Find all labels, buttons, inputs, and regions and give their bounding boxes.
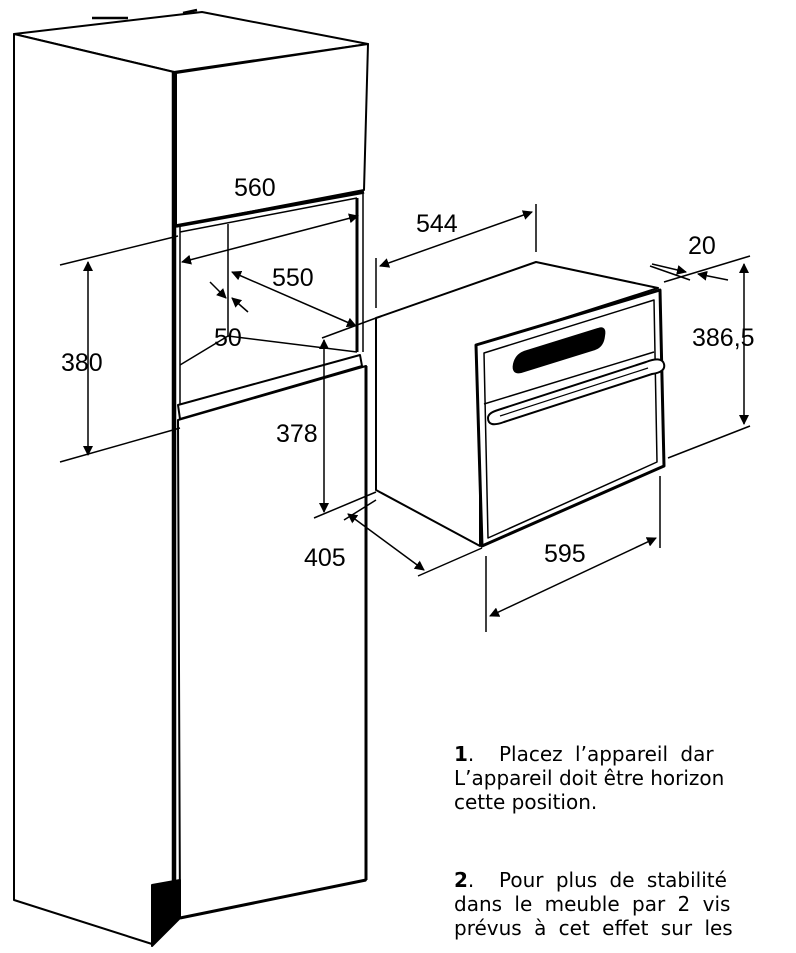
dim-50-label: 50 — [214, 324, 242, 352]
dim-544-arrow — [379, 210, 533, 268]
dim-378-label: 378 — [276, 420, 318, 448]
niche-shelf — [177, 354, 363, 420]
dim-550-label: 550 — [272, 264, 314, 292]
dim-20-arrow-left — [651, 263, 687, 275]
dim-544-label: 544 — [416, 210, 458, 238]
cabinet-upper-panel — [175, 43, 369, 227]
dim-595-label: 595 — [544, 540, 586, 568]
cabinet-left-side — [13, 33, 175, 945]
dim-380-label: 380 — [61, 349, 103, 377]
cabinet-lower-door — [177, 365, 367, 919]
dimension-labels: 560 550 50 380 378 544 20 386,5 405 595 — [61, 174, 755, 572]
dim-405-arrow — [347, 513, 425, 571]
step-2-line-3: prévus à cet effet sur les — [454, 916, 733, 940]
cabinet-plinth — [151, 879, 181, 947]
dim-405-label: 405 — [304, 544, 346, 572]
dim-595-arrow — [489, 537, 657, 617]
dimension-lines — [59, 204, 751, 632]
dim-560-arrow — [181, 213, 359, 265]
step-2-line-2: dans le meuble par 2 vis — [454, 892, 731, 916]
control-window — [512, 327, 606, 374]
step-1-line-2: L’appareil doit être horizon — [454, 766, 725, 790]
step-1-line-1: Placez l’appareil dar — [499, 742, 714, 766]
dim-550-arrow — [231, 271, 357, 327]
step-2-line-1: Pour plus de stabilité — [499, 868, 727, 892]
cabinet — [13, 8, 369, 947]
dim-20-arrow-right — [697, 270, 729, 281]
step-1-line-3: cette position. — [454, 790, 598, 814]
instruction-step-2: 2. Pour plus de stabilité dans le meuble… — [454, 868, 796, 940]
oven — [375, 261, 666, 548]
dim-386-label: 386,5 — [692, 324, 755, 352]
dim-50-arrow-left — [209, 281, 227, 299]
instruction-step-1: 1. Placez l’appareil dar L’appareil doit… — [454, 742, 796, 814]
dim-20-label: 20 — [688, 232, 716, 260]
step-1-number: 1 — [454, 742, 468, 766]
dim-50-arrow-right — [231, 297, 249, 313]
dim-560-label: 560 — [234, 174, 276, 202]
step-2-number: 2 — [454, 868, 468, 892]
